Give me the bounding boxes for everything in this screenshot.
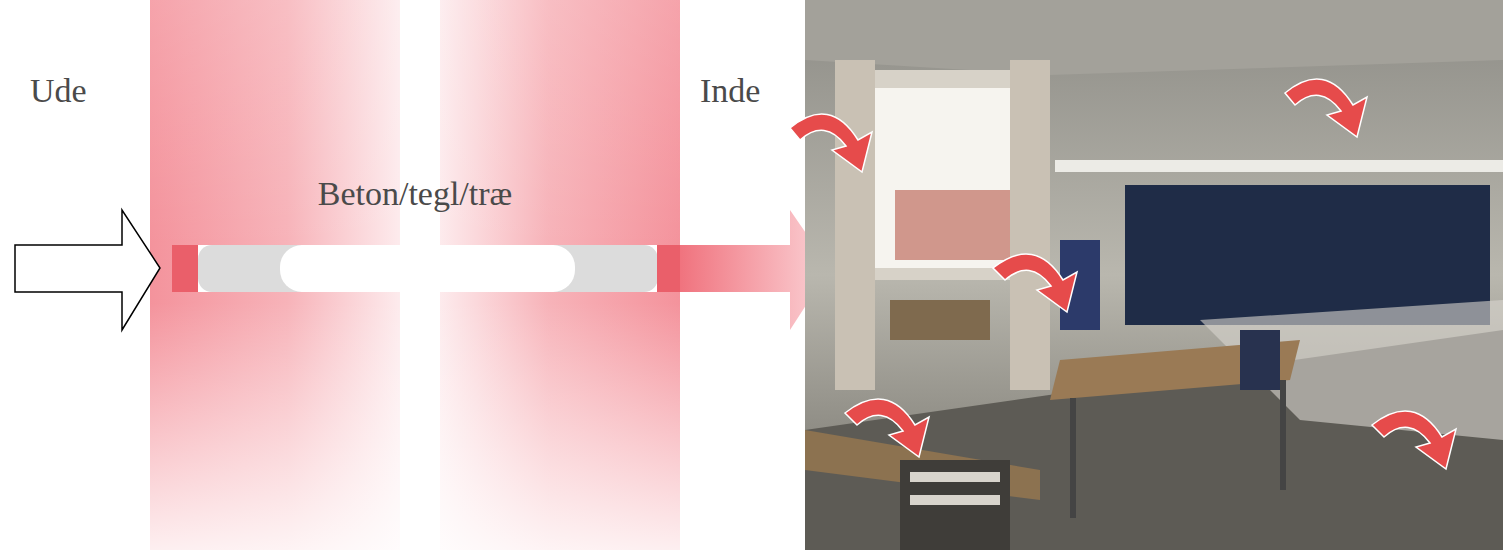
wall-section: Beton/tegl/træ <box>150 0 680 550</box>
side-label: Inde <box>700 72 760 110</box>
material-label: Beton/tegl/træ <box>150 175 680 213</box>
side-label: Ude <box>30 72 87 110</box>
